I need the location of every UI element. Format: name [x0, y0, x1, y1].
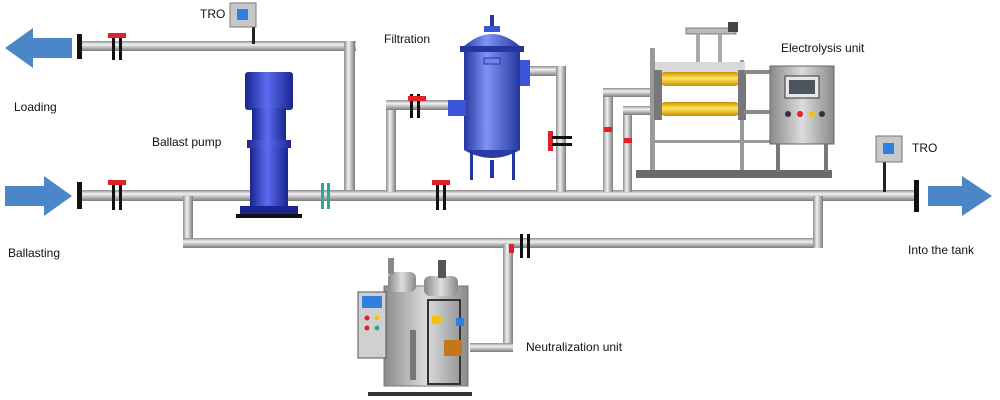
ballasting-end-flange — [77, 182, 82, 209]
tro-right-label: TRO — [912, 141, 938, 155]
electrolysis-unit — [636, 22, 835, 178]
into-tank-flow-arrow-icon — [928, 176, 992, 216]
main-line-valve — [432, 180, 450, 210]
filtration-label: Filtration — [384, 32, 431, 46]
filter-outlet-valve — [548, 131, 572, 151]
tro-sensor-top-icon — [229, 2, 257, 28]
ballast-pump-label: Ballast pump — [152, 135, 222, 149]
neutralization-unit-label: Neutralization unit — [526, 340, 623, 354]
filter-inlet-valve — [408, 94, 426, 118]
loading-label: Loading — [14, 100, 57, 114]
into-the-tank-label: Into the tank — [908, 243, 975, 257]
tank-end-flange — [914, 180, 919, 212]
pipework — [82, 24, 916, 352]
neutralization-valve — [509, 234, 530, 258]
ballasting-valve — [108, 180, 126, 210]
neutralization-unit — [357, 258, 472, 396]
ballast-pump — [236, 72, 302, 218]
ballasting-label: Ballasting — [8, 246, 61, 260]
tro-sensor-right-icon — [875, 135, 903, 163]
loading-valve — [108, 33, 126, 60]
pump-teal-coupling — [321, 183, 330, 209]
electrolysis-feed-valve — [604, 127, 632, 143]
ballasting-flow-arrow-icon — [5, 176, 72, 216]
loading-end-flange — [77, 34, 82, 59]
loading-flow-arrow-icon — [5, 28, 72, 68]
tro-top-label: TRO — [200, 7, 226, 21]
filtration-filter — [448, 15, 530, 180]
electrolysis-unit-label: Electrolysis unit — [781, 41, 865, 55]
